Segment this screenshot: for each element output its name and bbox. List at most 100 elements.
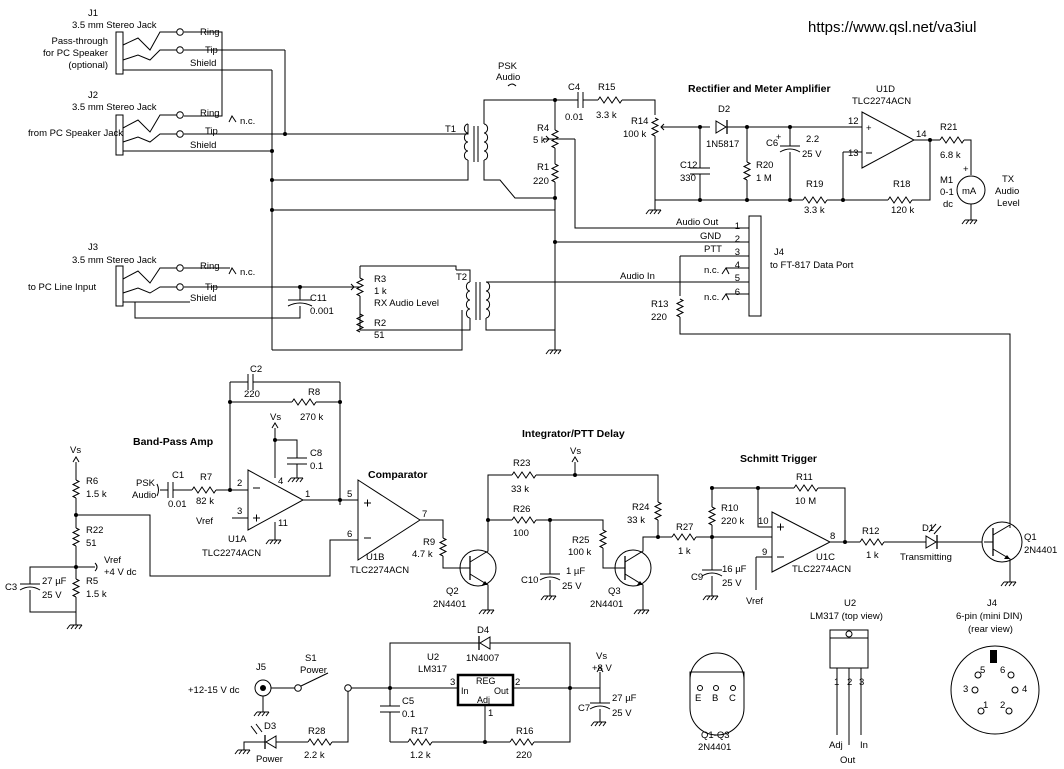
r2-ref: R2 bbox=[374, 318, 386, 329]
u2-part: LM317 bbox=[418, 664, 447, 675]
r12-ref: R12 bbox=[862, 526, 879, 537]
u1c-ref: U1C bbox=[816, 552, 835, 563]
vref-divider: Vs R6 1.5 k R22 51 R5 1.5 k Vref +4 V dc… bbox=[5, 445, 358, 630]
bandpass-amp: C2 220 R8 270 k 2 3 4 11 1 Vs C8 0.1 U1A… bbox=[132, 364, 358, 559]
c7-volt: 25 V bbox=[612, 708, 632, 719]
jack-j3: J3 3.5 mm Stereo Jack to PC Line Input R… bbox=[28, 242, 255, 307]
c6-val: 2.2 bbox=[806, 134, 819, 145]
c6-plus: + bbox=[776, 132, 781, 142]
u1c-part: TLC2274ACN bbox=[792, 564, 851, 575]
r10-ref: R10 bbox=[721, 503, 738, 514]
r10-val: 220 k bbox=[721, 516, 744, 527]
psk-label-2: Audio bbox=[496, 72, 520, 83]
c3-volt: 25 V bbox=[42, 590, 62, 601]
pkg-u2-in: In bbox=[860, 740, 868, 751]
u2-pin2: 2 bbox=[515, 677, 520, 688]
j1-desc: Pass-through bbox=[51, 36, 108, 47]
r23-ref: R23 bbox=[513, 458, 530, 469]
power-supply: J5 +12-15 V dc S1 Power R28 2.2 k D3 Pow… bbox=[188, 625, 637, 765]
j3-ref: J3 bbox=[88, 242, 98, 253]
u1a-vref: Vref bbox=[196, 516, 213, 527]
pin14: 14 bbox=[916, 129, 927, 140]
u1a-part: TLC2274ACN bbox=[202, 548, 261, 559]
u1b-part: TLC2274ACN bbox=[350, 565, 409, 576]
meter-ma: mA bbox=[962, 186, 977, 197]
r20-val: 1 M bbox=[756, 173, 772, 184]
r7-ref: R7 bbox=[200, 472, 212, 483]
j5-ref: J5 bbox=[256, 662, 266, 673]
r6-ref: R6 bbox=[86, 476, 98, 487]
c3-ref: C3 bbox=[5, 582, 17, 593]
package-j4: J4 6-pin (mini DIN) (rear view) 5 6 3 4 … bbox=[950, 598, 1040, 735]
u1c-pin10: 10 bbox=[758, 516, 769, 527]
transformer-t1: T1 PSK Audio bbox=[445, 61, 555, 199]
r6-val: 1.5 k bbox=[86, 489, 107, 500]
j4-audio-in: Audio In bbox=[620, 271, 655, 282]
d2-ref: D2 bbox=[718, 104, 730, 115]
j2-nc: n.c. bbox=[240, 116, 255, 127]
s1-desc: Power bbox=[300, 665, 327, 676]
jack-j1: J1 3.5 mm Stereo Jack Pass-through for P… bbox=[43, 8, 220, 75]
integrator-ptt: Vs R23 33 k R26 100 R25 100 k C10 1 µF 2… bbox=[486, 446, 662, 601]
j1-desc-3: (optional) bbox=[68, 60, 108, 71]
j2-ref: J2 bbox=[88, 90, 98, 101]
r14-val: 100 k bbox=[623, 129, 646, 140]
j3-shield: Shield bbox=[190, 293, 216, 304]
c1-psk-1: PSK bbox=[136, 478, 156, 489]
j3-ring: Ring bbox=[200, 261, 220, 272]
comparator: 5 6 7 U1B TLC2274ACN R9 4.7 k bbox=[347, 479, 460, 576]
c5-val: 0.1 bbox=[402, 709, 415, 720]
rectifier-section: D2 1N5817 C12 330 R20 1 M C6 2.2 25 V + … bbox=[645, 84, 1020, 225]
package-q1-q3: E B C Q1-Q3 2N4401 bbox=[689, 652, 745, 753]
heading-bandpass: Band-Pass Amp bbox=[133, 436, 213, 448]
u1d-part: TLC2274ACN bbox=[852, 96, 911, 107]
u1b-pin5: 5 bbox=[347, 489, 352, 500]
reg-in: In bbox=[461, 686, 469, 696]
supply-vs: Vs bbox=[596, 651, 607, 662]
r4-ref: R4 bbox=[537, 123, 549, 134]
c6-volt: 25 V bbox=[802, 149, 822, 160]
r24-val: 33 k bbox=[627, 515, 645, 526]
c4-ref: C4 bbox=[568, 82, 580, 93]
pkg-j4-desc: 6-pin (mini DIN) bbox=[956, 611, 1023, 622]
j4-gnd: GND bbox=[700, 231, 721, 242]
rx-level-pot: R3 1 k RX Audio Level R2 51 bbox=[348, 265, 457, 341]
u1b-pin7: 7 bbox=[422, 509, 427, 520]
pkg-q-b: B bbox=[712, 693, 718, 704]
s1-ref: S1 bbox=[305, 653, 317, 664]
d1-ref: D1 bbox=[922, 523, 934, 534]
q1-val: 2N4401 bbox=[1024, 545, 1057, 556]
reg-out: Out bbox=[494, 686, 509, 696]
d1-desc: Transmitting bbox=[900, 552, 952, 563]
psk-label-1: PSK bbox=[498, 61, 518, 72]
d3-desc: Power bbox=[256, 754, 283, 765]
j2-desc: from PC Speaker Jack bbox=[28, 128, 123, 139]
q2-ref: Q2 bbox=[446, 586, 459, 597]
r3-desc: RX Audio Level bbox=[374, 298, 439, 309]
t1-label: T1 bbox=[445, 124, 456, 135]
connector-j4: 1 2 3 4 5 6 Audio Out GND PTT Audio In n… bbox=[555, 215, 1011, 528]
r5-val: 1.5 k bbox=[86, 589, 107, 600]
t2-label: T2 bbox=[456, 272, 467, 283]
j4-nc-4: n.c. bbox=[704, 265, 719, 276]
power-input-v: +12-15 V dc bbox=[188, 685, 240, 696]
r2-val: 51 bbox=[374, 330, 385, 341]
transistor-q3: Q3 2N4401 bbox=[590, 536, 658, 615]
r1-ref: R1 bbox=[537, 162, 549, 173]
transistor-q1: Q1 2N4401 bbox=[981, 521, 1057, 587]
divider-vs: Vs bbox=[70, 445, 81, 456]
j4-n5: 5 bbox=[735, 273, 740, 284]
j2-type: 3.5 mm Stereo Jack bbox=[72, 102, 157, 113]
r3-ref: R3 bbox=[374, 274, 386, 285]
u1b-pin6: 6 bbox=[347, 529, 352, 540]
c6-ref: C6 bbox=[766, 138, 778, 149]
u2-pin1: 1 bbox=[488, 708, 493, 719]
j4-n4: 4 bbox=[735, 260, 740, 271]
pkg-u2-out: Out bbox=[840, 755, 856, 766]
c2-ref: C2 bbox=[250, 364, 262, 375]
r22-ref: R22 bbox=[86, 525, 103, 536]
c1-ref: C1 bbox=[172, 470, 184, 481]
pkg-q-e: E bbox=[695, 693, 701, 704]
j1-type: 3.5 mm Stereo Jack bbox=[72, 20, 157, 31]
